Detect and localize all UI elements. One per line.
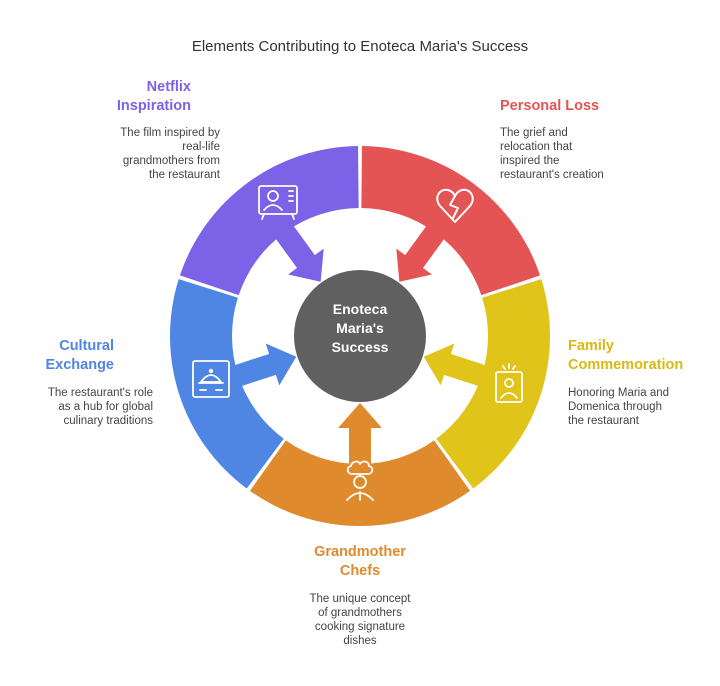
personal-loss-title: Personal Loss <box>500 97 700 116</box>
arrow-cultural <box>232 343 297 387</box>
cloche-icon <box>192 360 230 398</box>
diagram-title: Elements Contributing to Enoteca Maria's… <box>191 38 529 55</box>
chef-icon <box>346 460 374 501</box>
center-label-line2: Maria's <box>336 320 384 336</box>
netflix-title-line1: Netflix <box>146 79 191 95</box>
cultural-title-line2: Exchange <box>45 357 115 373</box>
broken-heart-icon <box>436 188 474 223</box>
chefs-title-line2: Chefs <box>339 563 381 579</box>
netflix-inspiration-desc: The film inspired by real-life grandmoth… <box>120 127 220 181</box>
arrow-family <box>423 343 488 387</box>
cultural-title-line1: Cultural <box>59 338 114 354</box>
segment-netflix <box>179 146 359 296</box>
memorial-frame-icon <box>495 363 523 403</box>
loss-title-line1: Personal Loss <box>500 98 600 114</box>
segment-loss <box>361 146 541 296</box>
grandmother-chefs-title: Grandmother Chefs <box>278 543 442 581</box>
family-commemoration-desc: Honoring Maria and Domenica through the … <box>568 387 670 427</box>
segment-cultural <box>170 279 284 489</box>
family-title-line2: Commemoration <box>568 357 684 373</box>
center-label-line3: Success <box>331 339 389 355</box>
netflix-title-line2: Inspiration <box>116 98 191 114</box>
netflix-inspiration-title: Netflix Inspiration <box>60 78 191 116</box>
grandmother-chefs-desc: The unique concept of grandmothers cooki… <box>309 593 411 647</box>
center-label: Enoteca Maria's Success <box>300 300 420 357</box>
arrow-netflix <box>274 224 324 282</box>
center-circle <box>294 270 426 402</box>
cultural-exchange-desc: The restaurant's role as a hub for globa… <box>47 387 153 427</box>
center-label-line1: Enoteca <box>332 301 388 317</box>
family-commemoration-title: Family Commemoration <box>568 337 718 375</box>
segment-family <box>436 279 550 489</box>
chefs-title-line1: Grandmother <box>314 544 406 560</box>
personal-loss-desc: The grief and relocation that inspired t… <box>500 127 604 181</box>
arrow-loss <box>396 224 446 282</box>
arrow-chefs <box>338 403 382 466</box>
cultural-exchange-title: Cultural Exchange <box>10 337 115 375</box>
segment-chefs <box>249 440 471 526</box>
family-title-line1: Family <box>568 338 614 354</box>
tv-icon <box>258 185 298 220</box>
